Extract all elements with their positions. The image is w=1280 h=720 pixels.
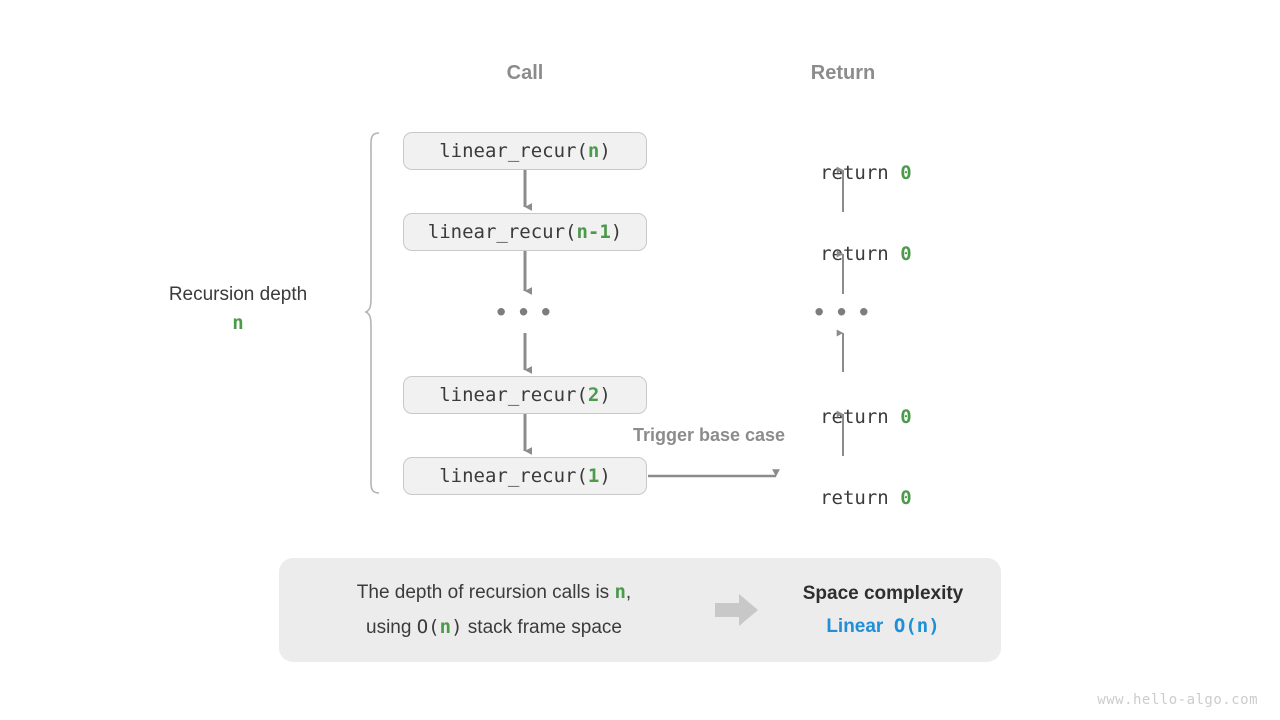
block-arrow-icon <box>715 594 758 626</box>
return-statement: return 0 <box>774 465 912 531</box>
summary-result-bigo: O(n) <box>893 614 940 637</box>
return-value: 0 <box>900 487 912 509</box>
summary-result-title: Space complexity <box>802 582 964 604</box>
recursion-depth-brace <box>364 132 380 494</box>
recursion-depth-value: n <box>232 312 244 334</box>
recursion-depth-title: Recursion depth <box>168 284 308 305</box>
summary-line1-prefix: The depth of recursion calls is <box>356 582 615 603</box>
return-keyword: return <box>820 243 901 265</box>
call-frame-arg: 2 <box>587 384 600 406</box>
return-ellipsis: • • • <box>814 296 872 327</box>
summary-result-value: Linear O(n) <box>765 610 1001 643</box>
call-frame-prefix: linear_recur( <box>427 221 577 243</box>
summary-line1-suffix: , <box>625 582 632 603</box>
summary-line2-bigo-close: ) <box>451 616 463 638</box>
call-ellipsis: • • • <box>496 296 554 327</box>
summary-line2-variable: n <box>439 616 452 638</box>
return-keyword: return <box>820 487 901 509</box>
call-frame-arg: n <box>587 140 600 162</box>
call-frame-box: linear_recur(1) <box>403 457 647 495</box>
call-frame-suffix: ) <box>599 384 611 406</box>
summary-description-line2: using O(n) stack frame space <box>279 610 709 645</box>
call-frame-prefix: linear_recur( <box>439 140 588 162</box>
summary-panel: The depth of recursion calls is n, using… <box>279 558 1001 662</box>
recursion-depth-label: Recursion depth n <box>169 284 307 334</box>
call-frame-suffix: ) <box>610 221 623 243</box>
watermark: www.hello-algo.com <box>1097 692 1258 708</box>
summary-line1-variable: n <box>614 581 626 603</box>
return-keyword: return <box>820 406 901 428</box>
call-frame-suffix: ) <box>599 140 611 162</box>
summary-result-word: Linear <box>826 615 884 637</box>
summary-description-line1: The depth of recursion calls is n, <box>279 575 709 610</box>
call-frame-box: linear_recur(2) <box>403 376 647 414</box>
trigger-base-case-label: Trigger base case <box>632 425 786 445</box>
call-frame-prefix: linear_recur( <box>439 465 588 487</box>
call-frame-arg: 1 <box>587 465 600 487</box>
return-value: 0 <box>900 243 912 265</box>
return-statement: return 0 <box>774 221 912 287</box>
summary-line2-bigo-open: O( <box>416 616 440 638</box>
return-value: 0 <box>900 162 912 184</box>
summary-line2-suffix: stack frame space <box>462 617 622 638</box>
summary-line2-prefix: using <box>366 617 417 638</box>
column-header-return: Return <box>810 62 876 84</box>
summary-description: The depth of recursion calls is n, using… <box>279 575 709 645</box>
column-header-call: Call <box>506 62 544 84</box>
call-frame-arg: n-1 <box>576 221 611 243</box>
call-frame-box: linear_recur(n-1) <box>403 213 647 251</box>
return-value: 0 <box>900 406 912 428</box>
call-frame-suffix: ) <box>599 465 611 487</box>
summary-result: Space complexity Linear O(n) <box>765 578 1001 643</box>
return-statement: return 0 <box>774 140 912 206</box>
return-statement: return 0 <box>774 384 912 450</box>
call-frame-box: linear_recur(n) <box>403 132 647 170</box>
return-keyword: return <box>820 162 901 184</box>
call-frame-prefix: linear_recur( <box>439 384 588 406</box>
summary-block-arrow-wrap <box>709 593 765 627</box>
